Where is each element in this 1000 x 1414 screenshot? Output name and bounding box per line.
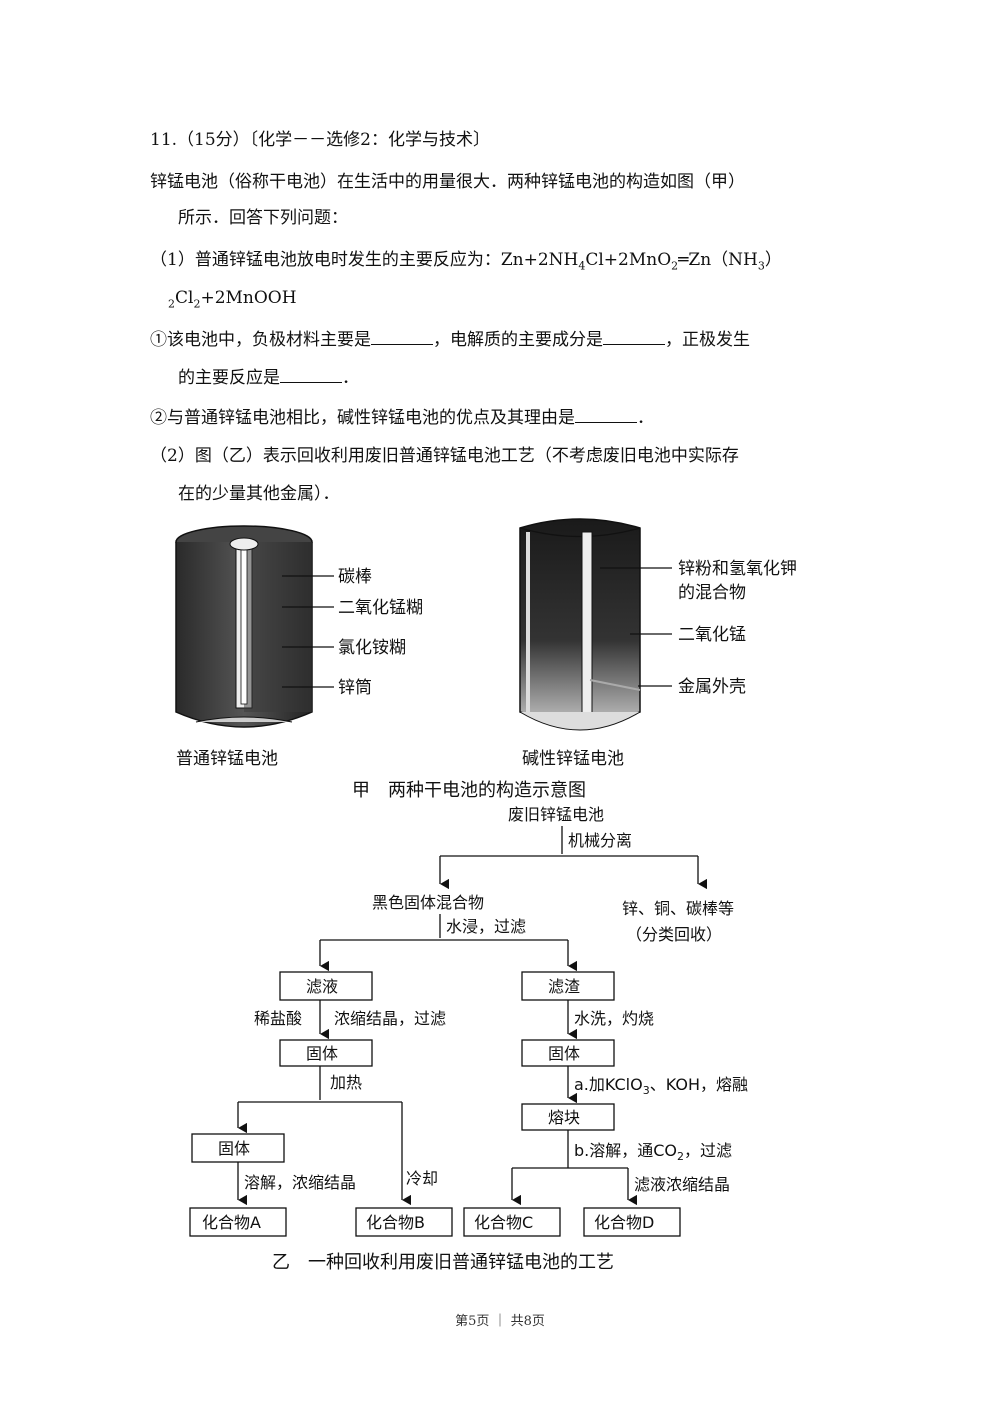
node-melt-block: 熔块 (548, 1108, 580, 1127)
step-cool: 冷却 (406, 1169, 438, 1188)
recycling-flowchart: 废旧锌锰电池 机械分离 黑色固体混合物 锌、铜、碳棒等 （分类回收） 水浸，过滤… (189, 805, 748, 1273)
step-dissolve-concentrate: 溶解，浓缩结晶 (244, 1173, 356, 1192)
step-dilute-hcl: 稀盐酸 (254, 1009, 302, 1028)
answer-blank[interactable] (603, 330, 665, 345)
part-1-equation-cont: 2Cl2+2MnOOH (168, 288, 297, 311)
question-2: ②与普通锌锰电池相比，碱性锌锰电池的优点及其理由是． (150, 408, 654, 428)
question-header: 11.（15分）〔化学－－选修2：化学与技术〕 (150, 130, 490, 150)
part-1-equation: （1）普通锌锰电池放电时发生的主要反应为：Zn+2NH4Cl+2MnO2═Zn（… (150, 250, 782, 273)
node-residue: 滤渣 (548, 977, 580, 996)
label-nh4cl-paste: 氯化铵糊 (338, 638, 406, 658)
node-waste-battery: 废旧锌锰电池 (508, 805, 604, 824)
node-compound-b: 化合物B (366, 1213, 425, 1232)
part-2-line-2: 在的少量其他金属）． (178, 484, 340, 504)
node-black-solid-mixture: 黑色固体混合物 (372, 893, 484, 912)
figure-b-title: 乙 一种回收利用废旧普通锌锰电池的工艺 (272, 1252, 614, 1273)
page-footer: 第5页 ｜ 共8页 (455, 1314, 545, 1329)
step-wash-calcine: 水洗，灼烧 (574, 1009, 654, 1028)
step-mechanical-separation: 机械分离 (568, 831, 632, 850)
step-concentrate-filter: 浓缩结晶，过滤 (334, 1009, 446, 1028)
step-filtrate-concentrate: 滤液浓缩结晶 (634, 1175, 730, 1194)
node-zinc-copper-carbon: 锌、铜、碳棒等 (622, 899, 734, 918)
ordinary-battery-illustration (175, 525, 313, 728)
node-compound-a: 化合物A (202, 1213, 261, 1232)
alkaline-battery-leaders (600, 567, 672, 687)
step-heat: 加热 (330, 1073, 362, 1092)
question-1-cont: 的主要反应是． (178, 368, 359, 388)
label-zinc-koh-mix-2: 的混合物 (678, 583, 746, 603)
label-carbon-rod: 碳棒 (338, 567, 372, 587)
answer-blank[interactable] (371, 330, 433, 345)
figure-a-title: 甲 两种干电池的构造示意图 (352, 780, 586, 801)
label-metal-shell: 金属外壳 (678, 677, 746, 697)
node-compound-d: 化合物D (594, 1213, 654, 1232)
step-water-leach-filter: 水浸，过滤 (446, 917, 526, 936)
intro-line-2: 所示．回答下列问题： (178, 208, 348, 228)
question-1: ①该电池中，负极材料主要是，电解质的主要成分是，正极发生 (150, 330, 750, 350)
node-solid-heated: 固体 (218, 1139, 250, 1158)
alkaline-battery-illustration (519, 518, 641, 731)
part-2-line-1: （2）图（乙）表示回收利用废旧普通锌锰电池工艺（不考虑废旧电池中实际存 (150, 446, 739, 466)
step-dissolve-co2-filter: b.溶解，通CO2，过滤 (574, 1141, 732, 1163)
ordinary-battery-leaders (282, 575, 334, 688)
intro-line-1: 锌锰电池（俗称干电池）在生活中的用量很大．两种锌锰电池的构造如图（甲） (150, 172, 745, 192)
caption-alkaline-battery: 碱性锌锰电池 (522, 749, 624, 769)
node-solid-left: 固体 (306, 1044, 338, 1063)
node-solid-right: 固体 (548, 1044, 580, 1063)
answer-blank[interactable] (280, 368, 342, 383)
node-compound-c: 化合物C (474, 1213, 533, 1232)
label-mno2: 二氧化锰 (678, 625, 746, 645)
node-filtrate: 滤液 (306, 977, 338, 996)
caption-ordinary-battery: 普通锌锰电池 (176, 749, 278, 769)
label-mno2-paste: 二氧化锰糊 (338, 598, 423, 618)
label-zinc-koh-mix-1: 锌粉和氢氧化钾 (678, 559, 797, 579)
node-sorted-recycling: （分类回收） (626, 925, 722, 944)
answer-blank[interactable] (575, 408, 637, 423)
step-add-kclo3-koh: a.加KClO3、KOH，熔融 (574, 1075, 748, 1097)
label-zinc-can: 锌筒 (338, 678, 372, 698)
